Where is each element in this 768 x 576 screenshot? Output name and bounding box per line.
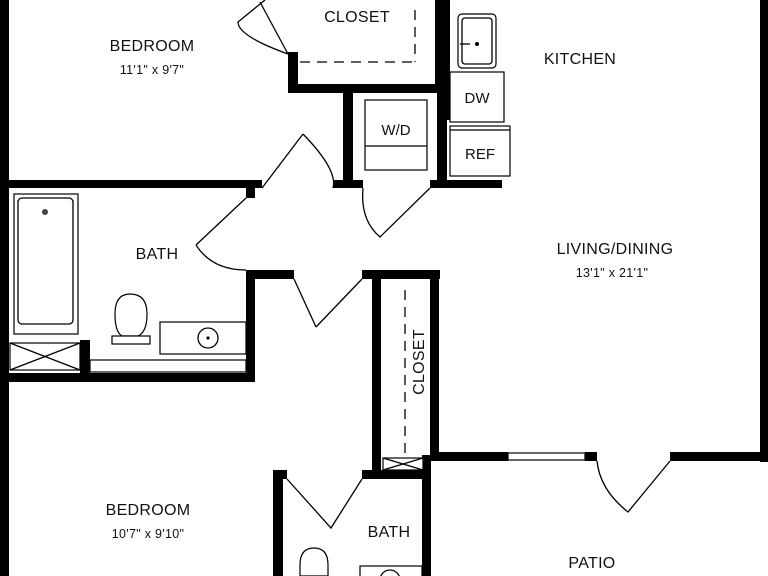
closet-hall	[382, 290, 424, 471]
labels: BEDROOM 11'1" x 9'7" CLOSET KITCHEN DW W…	[106, 9, 674, 572]
bathtub-icon	[13, 193, 79, 335]
wall-closet-top-bottom	[288, 84, 448, 93]
wall-bath2-top-left	[273, 470, 287, 479]
dishwasher-label: DW	[465, 90, 491, 107]
refrigerator	[449, 125, 511, 177]
wall-living-patio-left	[430, 452, 508, 461]
sink-icon	[457, 13, 497, 69]
sink-icon	[197, 327, 219, 349]
closet-top	[300, 10, 416, 63]
toilet-icon	[299, 547, 329, 576]
bath2-fixtures	[299, 547, 423, 576]
wall-bath1-right-top	[246, 270, 294, 279]
bath2-vanity	[359, 565, 423, 576]
wall-patio-left	[422, 455, 431, 576]
living-name: LIVING/DINING	[557, 241, 674, 258]
bedroom-1-name: BEDROOM	[110, 38, 195, 55]
window-icon	[507, 452, 586, 461]
bedroom-1-dims: 11'1" x 9'7"	[120, 63, 184, 77]
closet-top-name: CLOSET	[324, 9, 390, 26]
wall-bath1-tub-divider	[80, 340, 90, 380]
bedroom-2-dims: 10'7" x 9'10"	[112, 527, 184, 541]
bedroom-2-name: BEDROOM	[106, 502, 191, 519]
wall-bed1-bath	[0, 180, 262, 188]
wall-wd-bottom-left	[333, 180, 363, 188]
refrigerator-label: REF	[465, 146, 495, 163]
wall-bath1-right	[246, 270, 255, 380]
wall-bath1-bottom	[0, 373, 255, 382]
washer-dryer-label: W/D	[381, 122, 410, 139]
toilet-tank	[111, 335, 151, 345]
toilet-icon	[114, 293, 148, 337]
wall-bed1-bath-stub	[246, 186, 255, 198]
bath1-fixtures	[9, 193, 247, 373]
door-swing-icon	[195, 0, 671, 530]
kitchen-name: KITCHEN	[544, 51, 616, 68]
wall-right-exterior	[760, 0, 768, 462]
bath-2-name: BATH	[368, 524, 411, 541]
closet-hall-name: CLOSET	[411, 329, 428, 395]
wall-bath2-left	[273, 470, 283, 576]
wall-living-patio-right	[670, 452, 768, 461]
living-dims: 13'1" x 21'1"	[576, 266, 648, 280]
bath1-shelf	[89, 359, 247, 373]
wall-living-patio-mid	[585, 452, 597, 461]
wall-wd-left	[343, 92, 353, 188]
wall-bath2-top-right	[362, 470, 430, 479]
sink-icon	[380, 569, 400, 576]
wall-left-exterior	[0, 0, 9, 576]
wall-wd-right	[437, 92, 447, 188]
kitchen-appliances	[364, 13, 511, 177]
wall-closet-top-left	[288, 52, 298, 92]
wall-hall-closet-right	[430, 275, 439, 455]
wall-hall-top	[362, 270, 440, 279]
bath-1-name: BATH	[136, 246, 179, 263]
dishwasher	[449, 71, 505, 123]
wall-closet-top-right	[435, 0, 445, 92]
wall-kitchen-left	[445, 0, 450, 120]
patio-name: PATIO	[568, 555, 615, 572]
washer-dryer	[364, 99, 428, 171]
wall-wd-bottom-right	[430, 180, 502, 188]
bath1-vanity	[159, 321, 247, 355]
window-icon-group	[4, 0, 586, 576]
